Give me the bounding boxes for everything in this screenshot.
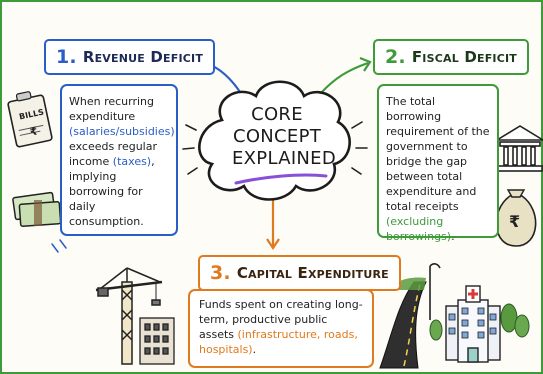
fiscal-number: 2. bbox=[385, 46, 406, 68]
revenue-text-d: (taxes) bbox=[112, 155, 152, 168]
tree-icons bbox=[429, 303, 530, 341]
capital-number: 3. bbox=[210, 262, 231, 284]
building-under-construction-icon bbox=[139, 317, 175, 365]
capital-title-text: Capital Expenditure bbox=[236, 264, 389, 282]
center-line-2: CONCEPT bbox=[232, 126, 322, 147]
cash-stack-icon bbox=[12, 191, 67, 253]
hospital-building-icon bbox=[445, 285, 501, 363]
fiscal-text-a: The total borrowing requirement of the g… bbox=[386, 95, 490, 213]
capital-text-b: (infrastructure, roads, hospitals) bbox=[199, 328, 358, 356]
revenue-description: When recurring expenditure (salaries/sub… bbox=[69, 94, 175, 229]
capital-text-a: Funds spent on creating long-term, produ… bbox=[199, 298, 363, 341]
revenue-text-a: When recurring expenditure bbox=[69, 95, 155, 123]
revenue-text-e: , implying borrowing for daily consumpti… bbox=[69, 155, 155, 228]
construction-crane-icon bbox=[95, 267, 163, 365]
capital-expenditure-title: 3. Capital Expenditure bbox=[198, 255, 401, 291]
center-line-1: CORE bbox=[251, 104, 303, 125]
arrow-to-fiscal bbox=[321, 61, 369, 93]
revenue-title-text: Revenue Deficit bbox=[82, 48, 204, 66]
fiscal-deficit-title: 2. Fiscal Deficit bbox=[373, 39, 529, 75]
capital-text-c: . bbox=[252, 343, 257, 356]
capital-description: Funds spent on creating long-term, produ… bbox=[199, 297, 363, 357]
revenue-deficit-card: When recurring expenditure (salaries/sub… bbox=[60, 84, 178, 236]
bills-clipboard-icon bbox=[7, 91, 53, 148]
arrow-head-fiscal bbox=[359, 56, 372, 72]
fiscal-rupee-symbol: ₹ bbox=[509, 212, 521, 231]
revenue-number: 1. bbox=[56, 46, 77, 68]
fiscal-text-c: . bbox=[451, 230, 455, 243]
fiscal-deficit-card: The total borrowing requirement of the g… bbox=[377, 84, 499, 243]
revenue-text-c: exceeds regular income bbox=[69, 140, 158, 168]
fiscal-text-b: (excluding borrowings) bbox=[386, 215, 452, 243]
revenue-text-b: (salaries/subsidies) bbox=[69, 125, 175, 138]
cloud-shape bbox=[198, 80, 351, 201]
center-line-3: EXPLAINED bbox=[232, 148, 337, 169]
capital-expenditure-card: Funds spent on creating long-term, produ… bbox=[188, 289, 374, 368]
arrow-head-capital bbox=[266, 238, 280, 250]
fiscal-description: The total borrowing requirement of the g… bbox=[386, 94, 490, 244]
bank-building-icon bbox=[494, 125, 543, 172]
money-bag-icon bbox=[495, 189, 537, 247]
center-underline bbox=[234, 173, 328, 185]
center-concept: CORE CONCEPT EXPLAINED bbox=[232, 104, 337, 170]
fiscal-title-text: Fiscal Deficit bbox=[411, 48, 517, 66]
revenue-deficit-title: 1. Revenue Deficit bbox=[44, 39, 216, 75]
spark-lines bbox=[182, 121, 368, 175]
